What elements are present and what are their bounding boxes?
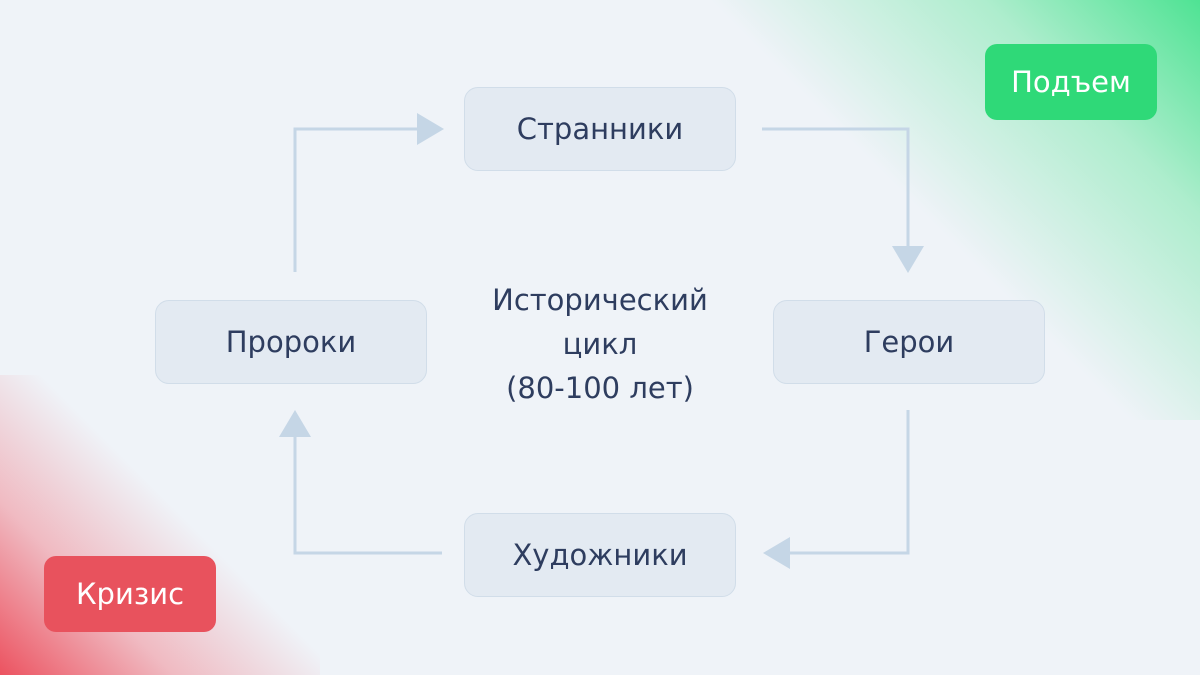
- cycle-title: Исторический цикл (80-100 лет): [450, 278, 750, 410]
- cycle-title-line: Исторический: [492, 283, 708, 317]
- node-label: Художники: [512, 538, 688, 572]
- node-stranniki: Странники: [464, 87, 736, 171]
- crisis-badge-label: Кризис: [75, 577, 185, 611]
- rise-badge: Подъем: [985, 44, 1157, 120]
- node-label: Герои: [863, 325, 955, 359]
- cycle-title-line: (80-100 лет): [506, 371, 694, 405]
- node-hudozhniki: Художники: [464, 513, 736, 597]
- node-label: Пророки: [225, 325, 357, 359]
- arrow-left-to-top: [293, 113, 444, 272]
- arrow-bottom-to-left: [279, 410, 442, 555]
- rise-badge-label: Подъем: [1011, 65, 1131, 99]
- crisis-badge: Кризис: [44, 556, 216, 632]
- arrow-right-to-bottom: [763, 410, 910, 569]
- node-proroki: Пророки: [155, 300, 427, 384]
- node-label: Странники: [516, 112, 684, 146]
- cycle-title-line: цикл: [562, 327, 638, 361]
- node-geroi: Герои: [773, 300, 1045, 384]
- arrow-top-to-right: [762, 127, 924, 273]
